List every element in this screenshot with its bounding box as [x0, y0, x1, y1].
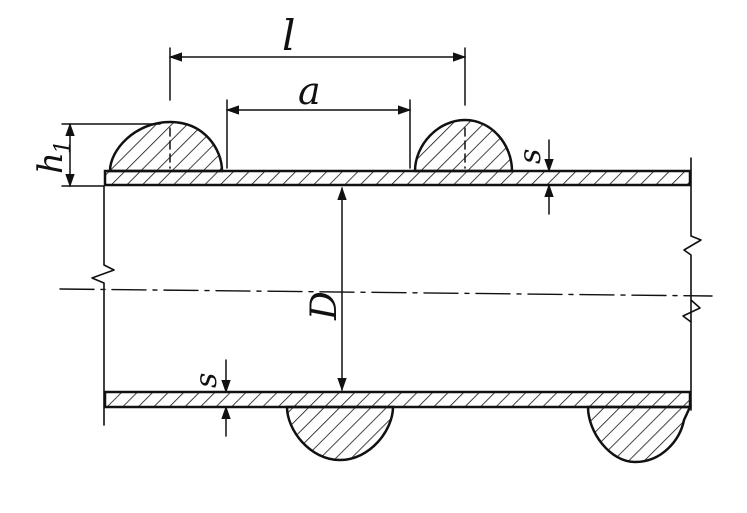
bottom-bead-left: [285, 405, 395, 462]
right-break-lower: [682, 299, 701, 323]
pitch-label: l: [282, 11, 295, 60]
right-edge: [683, 157, 702, 411]
bottom-bead-right: [586, 405, 692, 464]
svg-text:h: h: [31, 152, 71, 174]
dimension-gap: [225, 99, 412, 169]
top-wall-strip: [103, 169, 692, 187]
gap-label: a: [298, 69, 321, 113]
diameter-label: D: [304, 291, 345, 321]
break-lines: [91, 157, 702, 426]
wall-top-label: s: [513, 149, 548, 164]
bottom-wall-strip: [103, 390, 692, 409]
dimension-height: [61, 122, 161, 188]
top-bead-left: [108, 120, 224, 173]
dimension-pitch: [168, 47, 467, 169]
top-bead-right: [413, 118, 514, 173]
left-edge: [91, 185, 115, 426]
bottom-wall: [103, 390, 692, 464]
wall-bottom-label: s: [189, 373, 224, 388]
top-wall: [103, 118, 692, 187]
height-label: h 1: [31, 140, 76, 174]
svg-text:1: 1: [51, 140, 76, 154]
center-axis: [59, 288, 713, 297]
